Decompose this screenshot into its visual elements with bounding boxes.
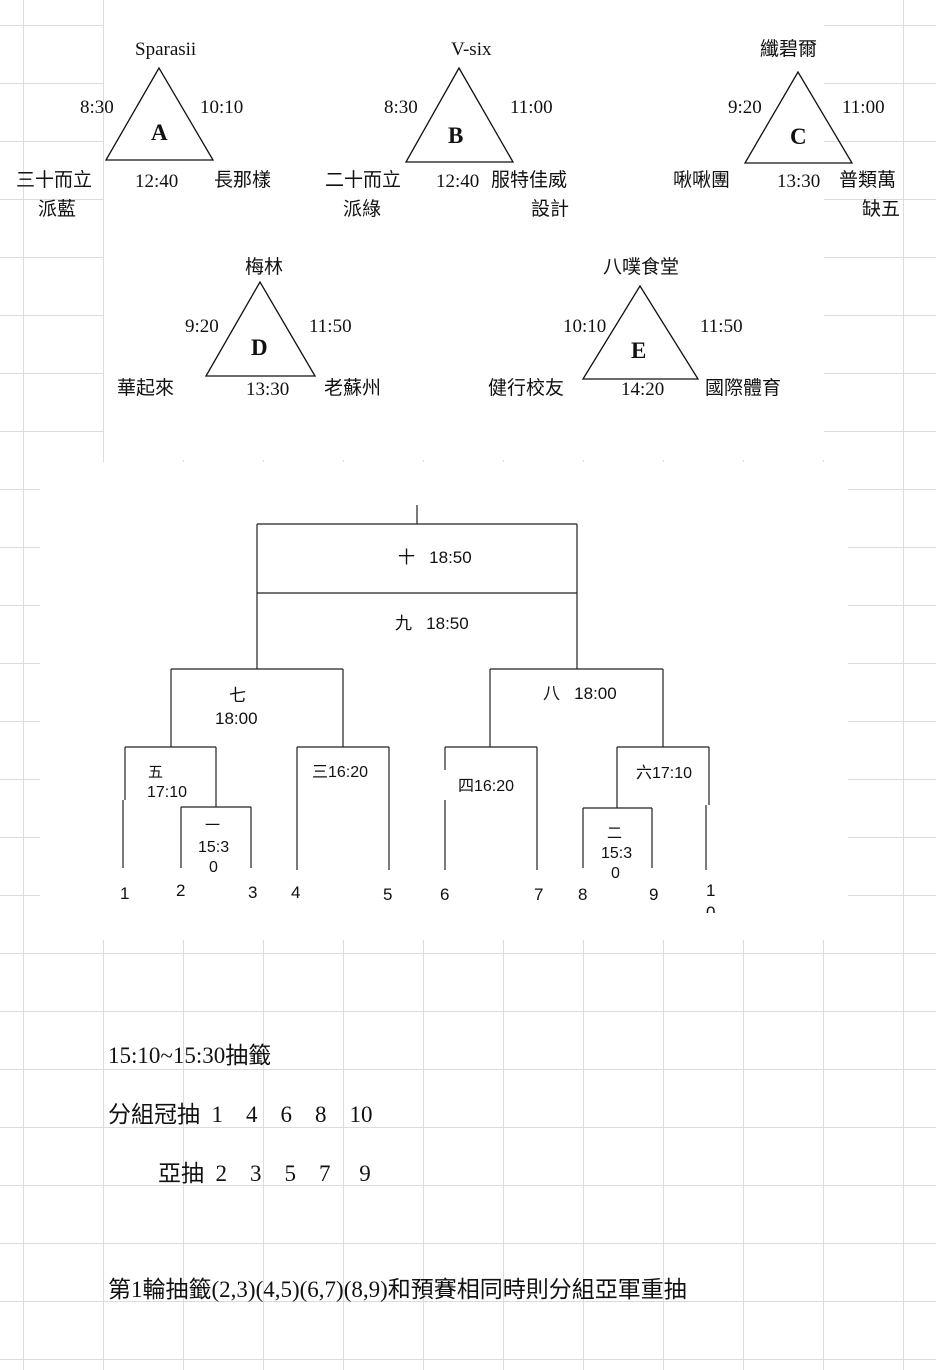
group-b-time-left: 8:30	[384, 97, 418, 118]
triangle-e	[581, 284, 700, 380]
match-1-time-b: 0	[209, 859, 218, 876]
group-c-top-team: 纖碧爾	[760, 39, 818, 60]
group-e-time-right: 11:50	[700, 316, 743, 337]
match-7-label: 七	[229, 686, 246, 705]
seed-3: 3	[248, 883, 258, 902]
group-e-letter: E	[631, 338, 647, 363]
seed-2: 2	[176, 881, 186, 900]
group-b-letter: B	[448, 123, 464, 148]
bracket-lines	[122, 505, 710, 870]
group-d-team-left: 華起來	[117, 378, 175, 399]
group-c-team-left: 啾啾團	[673, 170, 731, 191]
group-c-time-bottom: 13:30	[777, 171, 821, 192]
group-a-top-team: Sparasii	[135, 39, 197, 60]
group-d-letter: D	[251, 335, 268, 360]
group-d-top-team: 梅林	[245, 257, 284, 278]
match-5-time: 17:10	[147, 784, 188, 801]
match-2-time-a: 15:3	[601, 845, 633, 862]
match-8-label: 八 18:00	[543, 684, 617, 703]
seed-10-head: 1	[706, 881, 716, 900]
group-b-team-left: 二十而立	[325, 170, 402, 191]
group-e-time-left: 10:10	[563, 316, 607, 337]
triangle-b	[404, 66, 515, 163]
group-a-team-left: 三十而立	[16, 170, 93, 191]
group-b-time-right: 11:00	[510, 97, 553, 118]
group-b-team-right: 服特佳威	[491, 170, 568, 191]
seed-8: 8	[578, 885, 588, 904]
group-c-team-right-2: 缺五	[862, 199, 901, 220]
group-c-time-left: 9:20	[728, 97, 762, 118]
group-b-time-bottom: 12:40	[436, 171, 480, 192]
bracket-panel	[40, 462, 848, 940]
match-4-label: 四16:20	[458, 778, 515, 795]
redraw-rule-note: 第1輪抽籤(2,3)(4,5)(6,7)(8,9)和預賽相同時則分組亞軍重抽	[108, 1277, 687, 1302]
group-a-team-right: 長那樣	[214, 170, 272, 191]
group-b-top-team: V-six	[451, 39, 492, 60]
match-6-label: 六17:10	[636, 765, 693, 782]
group-c-time-right: 11:00	[842, 97, 885, 118]
group-winner-draw-note: 分組冠抽 1 4 6 8 10	[108, 1102, 373, 1127]
group-b-team-left-2: 派綠	[343, 199, 382, 220]
match-3-label: 三16:20	[312, 764, 369, 781]
draw-time-note: 15:10~15:30抽籤	[108, 1043, 272, 1068]
match-1-time-a: 15:3	[198, 839, 230, 856]
group-c-team-right: 普類萬	[839, 170, 897, 191]
group-b-team-right-2: 設計	[531, 199, 570, 220]
match-1-label: 一	[205, 817, 221, 834]
seed-10-tail: 0	[706, 904, 715, 913]
group-e-team-right: 國際體育	[705, 378, 782, 399]
group-e-team-left: 健行校友	[488, 378, 565, 399]
group-a-time-bottom: 12:40	[135, 171, 179, 192]
group-d-time-left: 9:20	[185, 316, 219, 337]
group-e-time-bottom: 14:20	[621, 379, 665, 400]
runner-up-draw-note: 亞抽 2 3 5 7 9	[158, 1161, 371, 1186]
triangle-a	[104, 66, 215, 161]
group-e-top-team: 八噗食堂	[603, 257, 680, 278]
group-a-letter: A	[151, 120, 168, 145]
group-a-team-left-2: 派藍	[38, 199, 77, 220]
group-d-time-bottom: 13:30	[246, 379, 290, 400]
match-2-label: 二	[607, 825, 623, 842]
triangle-d	[204, 280, 317, 377]
match-7-time: 18:00	[215, 709, 258, 728]
seed-5: 5	[383, 885, 393, 904]
match-10-label: 十 18:50	[398, 548, 472, 567]
group-a-time-left: 8:30	[80, 97, 114, 118]
match-2-time-b: 0	[611, 865, 620, 882]
group-c-letter: C	[790, 124, 807, 149]
group-a-time-right: 10:10	[200, 97, 244, 118]
group-d-team-right: 老蘇州	[324, 378, 382, 399]
seed-9: 9	[649, 885, 659, 904]
seed-4: 4	[291, 883, 301, 902]
match-9-label: 九 18:50	[395, 614, 469, 633]
seed-10-clip: 0	[700, 904, 724, 913]
seed-7: 7	[534, 885, 544, 904]
seed-1: 1	[120, 884, 130, 903]
seed-6: 6	[440, 885, 450, 904]
group-d-time-right: 11:50	[309, 316, 352, 337]
triangle-c	[743, 70, 854, 164]
match-5-label: 五	[148, 764, 164, 781]
